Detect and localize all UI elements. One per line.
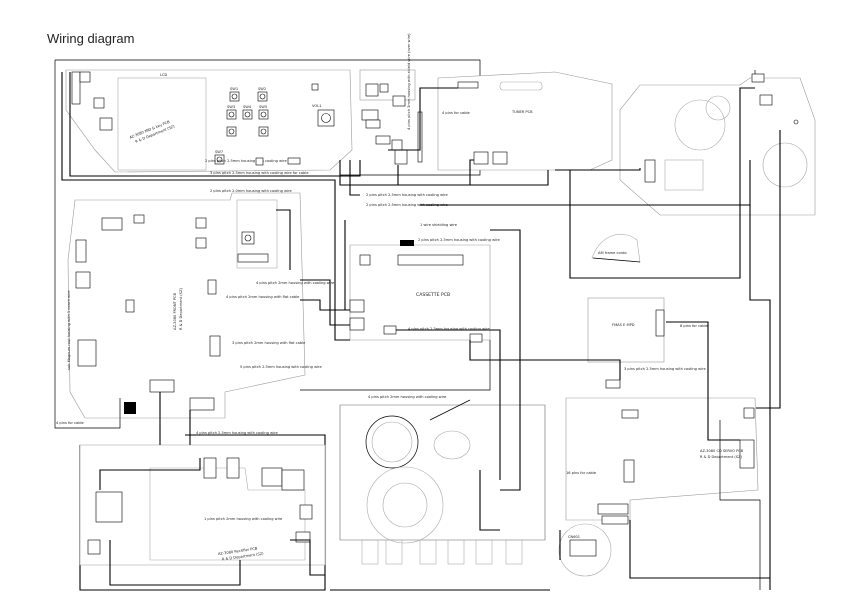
w1-label: 2 pins pitch 2.5mm housing with cooling … <box>205 159 287 163</box>
w17-label: 1 pins pitch 2mm housing with cooling wi… <box>204 517 283 521</box>
w8-label: 2 pins pitch 2.5mm housing with cooling … <box>418 238 500 242</box>
thin-wires <box>119 340 761 590</box>
w24-label: 4 pins pitch 3mm housing with shield wir… <box>407 33 411 130</box>
sw2-label: SW2 <box>258 87 266 91</box>
w4-label: 4 pins for cable <box>442 111 471 115</box>
front-pcb: AZ-3080 FRONT PCB R & D Department (SZ) … <box>56 192 335 435</box>
w13-label: 2 pins pitch 2.5mm housing with cooling … <box>366 193 448 197</box>
key-pcb: LCD SW1 SW2 SW3 SW4 SW5 SW7 VOL1 AZ-3080… <box>65 69 353 173</box>
w7-label: 1 wire shielding wire <box>420 223 458 227</box>
cn-label: CN601 <box>568 535 580 539</box>
w6-label: 3 pins pitch 2.5mm housing with cooling … <box>624 367 706 371</box>
sw1-label: SW1 <box>230 87 238 91</box>
w16-label: 4 pins pitch 2mm housing with cooling wi… <box>368 395 447 399</box>
tuner-pcb-label: TUNER PCB <box>511 110 533 114</box>
sw3-label: SW3 <box>227 105 235 109</box>
cd-servo-name: AZ-3080 CD SERVO PCB <box>700 449 744 453</box>
w11-label: 3 pins pitch 2mm housing with flat cable <box>232 341 306 345</box>
w22-label: 4 pins for cable <box>56 421 85 425</box>
cd-servo-dept: R & D Department (SZ) <box>700 455 743 459</box>
sw4-label: SW4 <box>243 105 252 109</box>
w2-label: 3 pins pitch 2.5mm housing with cooling … <box>210 171 309 175</box>
w19-label: 8 pins for cable <box>680 324 709 328</box>
w14-label: 4 pins pitch 2.5mm housing with cooling … <box>408 327 490 331</box>
rectifier-pcb-dept: R & D Department (SZ) <box>222 552 265 562</box>
page-title: Wiring diagram <box>47 31 135 46</box>
am-frame-label: AM frame cordo <box>598 251 627 255</box>
fm-mpd-module: FMAS E MPD 8 pins for cable 3 pins pitch… <box>587 297 709 371</box>
w12-label: 5 pins pitch 2.5mm housing with cooling … <box>240 365 322 369</box>
sw7-label: SW7 <box>215 150 223 154</box>
w10-label: 4 pins pitch 2mm housing with flat cable <box>226 295 300 299</box>
center-connector-column: 4 pins pitch 3mm housing with shield wir… <box>210 33 448 207</box>
tuner-pcb: TUNER PCB 4 pins for cable <box>417 71 613 171</box>
front-pcb-dept: R & D Department (SZ) <box>179 287 183 330</box>
fm-mpd-label: FMAS E MPD <box>612 323 635 327</box>
w20-label: 16 pins for cable <box>566 471 597 475</box>
switch-group: SW1 SW2 SW3 SW4 SW5 SW7 VOL1 <box>214 87 335 165</box>
am-frame-antenna: AM frame cordo <box>591 233 641 263</box>
w15-label: 2 pins pitch 2.5mm housing with cooling … <box>366 203 448 207</box>
transformer-chassis <box>339 404 546 565</box>
w23-label: sub Magnum rout housing with 1 coach wir… <box>67 290 71 370</box>
w9-label: 4 pins pitch 2mm housing with cooling wi… <box>256 281 335 285</box>
lcd-label: LCD <box>160 73 168 77</box>
rectifier-pcb: AZ-3080 Rectifier PCB R & D Department (… <box>79 444 326 566</box>
cd-servo-pcb: AZ-3080 CD SERVO PCB R & D Department (S… <box>558 379 759 577</box>
w18-label: 4 pins pitch 2.5mm housing with cooling … <box>196 431 278 435</box>
front-pcb-name: AZ-3080 FRONT PCB <box>173 292 177 330</box>
cassette-pcb-label: CASSETTE PCB <box>416 292 450 298</box>
cd-mechanism <box>619 73 816 216</box>
wire-harness <box>61 72 781 590</box>
vol-label: VOL1 <box>312 104 322 108</box>
sw5-label: SW5 <box>259 105 267 109</box>
cassette-pcb: CASSETTE PCB 1 wire shielding wire 2 pin… <box>349 223 500 399</box>
rectifier-pcb-name: AZ-3080 Rectifier PCB <box>218 547 258 557</box>
w3-label: 2 pins pitch 2.0mm housing with cooling … <box>210 189 292 193</box>
